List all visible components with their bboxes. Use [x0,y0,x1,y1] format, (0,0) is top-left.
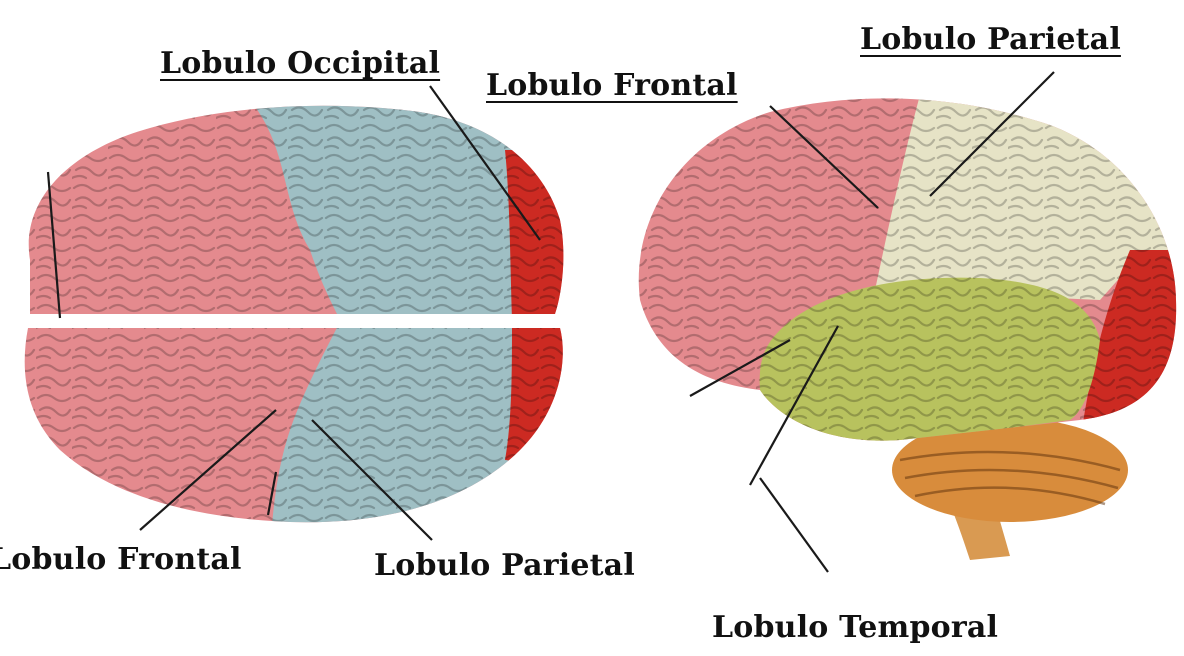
label-parietal-lobe-bottom: Lobulo Parietal [374,548,635,583]
leader-line-frontal-bottom [139,409,277,531]
leader-line-parietal-side [929,71,1055,197]
label-frontal-lobe-bottom: Lobulo Frontal [0,542,242,577]
leader-line-parietal-bottom [311,419,433,541]
label-frontal-lobe-top: Lobulo Frontal [486,68,738,103]
leader-line-central-sulcus [266,471,278,516]
leader-line-frontal-upper-hemisphere [46,171,62,319]
gyri-texture-side [638,98,1177,441]
brain-top-view [24,105,564,523]
label-occipital-lobe-top: Lobulo Occipital [160,46,441,81]
brain-side-view [638,98,1177,560]
leader-line-occipital [429,85,541,241]
label-temporal-lobe: Lobulo Temporal [712,610,999,645]
gyri-texture-upper [28,105,564,314]
leader-line-temporal [749,325,839,486]
leader-line-frontal-side [769,105,879,209]
leader-line-sylvian [689,339,791,397]
leader-line-temporal-lower [759,477,829,573]
leader-lines [46,71,1055,573]
label-parietal-lobe-top: Lobulo Parietal [860,22,1121,57]
gyri-texture-lower [24,328,563,523]
cerebellum-folia [899,450,1121,506]
